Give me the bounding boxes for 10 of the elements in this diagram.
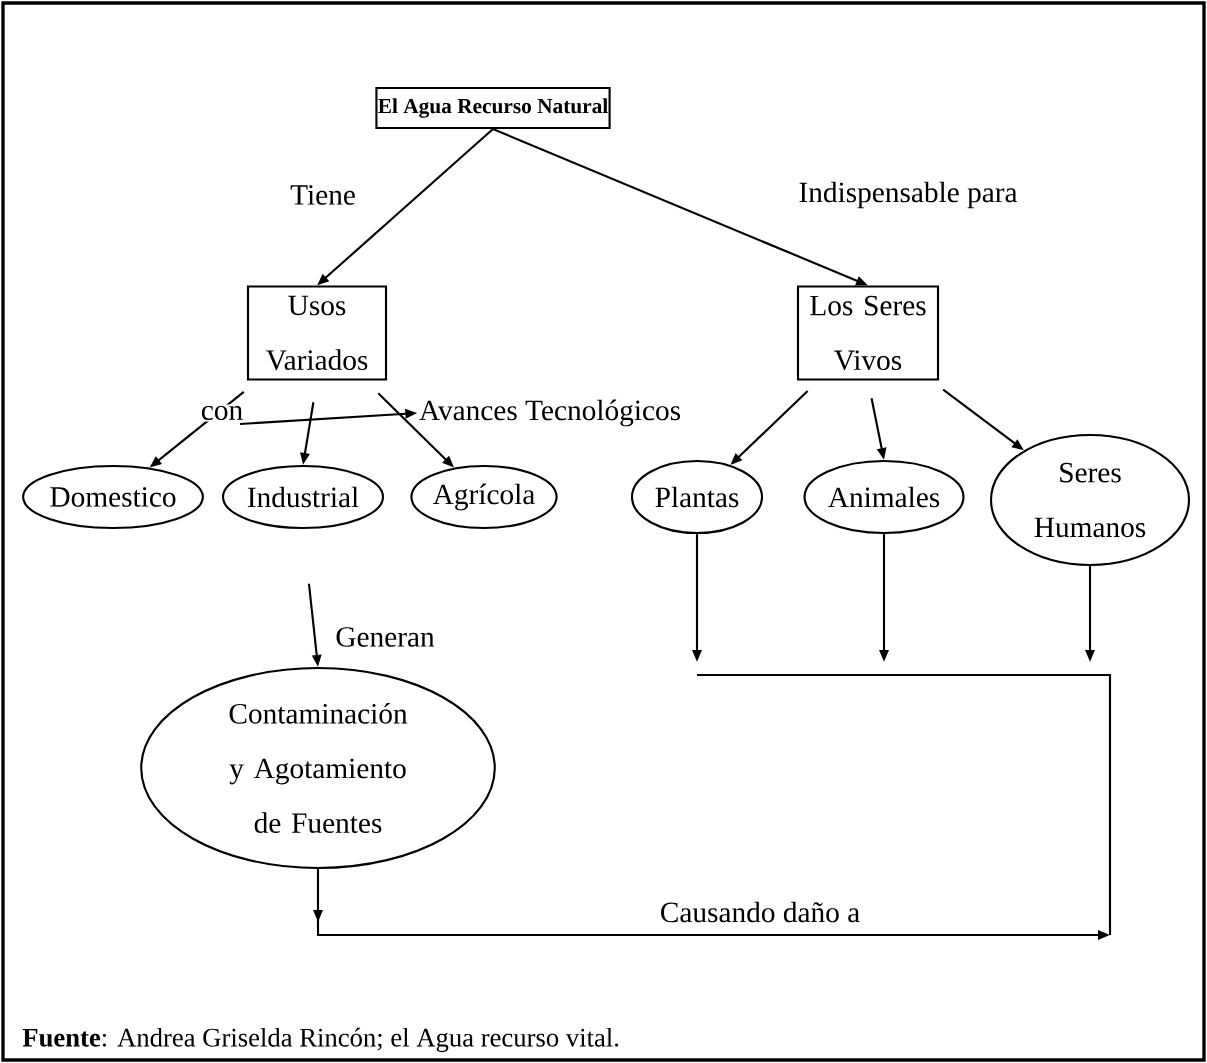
source-note: Fuente: Andrea Griselda Rincón; el Agua recurso vital.: [22, 1027, 619, 1053]
edge-label: con: [199, 404, 245, 422]
title-box: El Agua Recurso Natural: [375, 86, 611, 130]
edge-label: Indispensable para: [797, 180, 1019, 210]
concept-text: Avances Tecnológicos: [419, 399, 681, 427]
edge-label: Generan: [334, 625, 436, 649]
edge-label: Causando daño a: [658, 900, 862, 924]
concept-box: Usos Variados: [246, 285, 388, 381]
edge-label: Tiene: [288, 183, 358, 207]
concept-box: Los Seres Vivos: [796, 285, 940, 381]
